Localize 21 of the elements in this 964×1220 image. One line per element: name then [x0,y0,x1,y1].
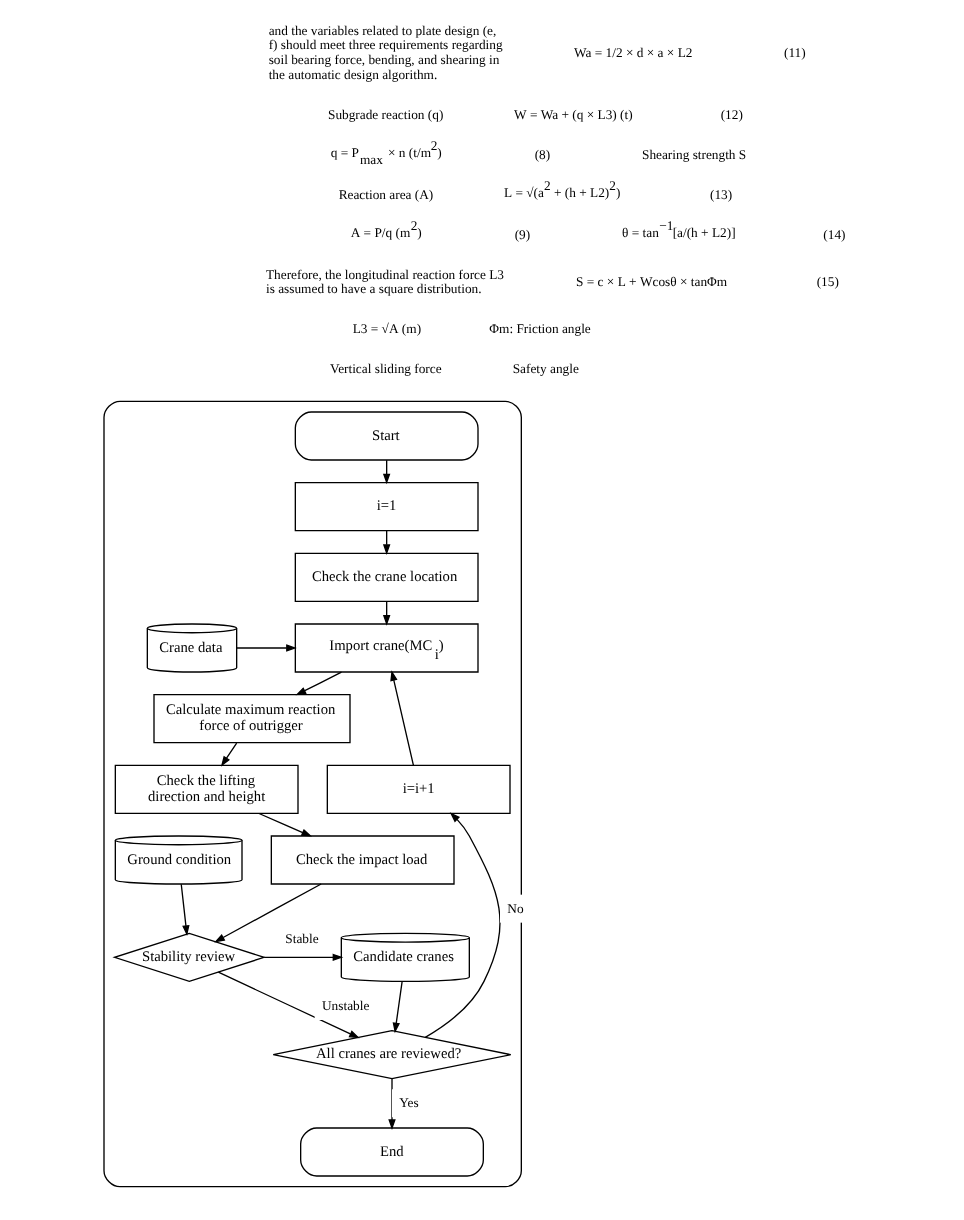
arrow [236,644,297,652]
arrow [180,883,190,936]
arrow [424,812,501,1038]
node-box: Check the impact load [270,835,455,885]
arrow [258,812,312,837]
node-box: End [300,1127,484,1177]
node-box: i=1 [294,482,479,532]
node-box: Check the lifting direction and height [114,764,299,814]
arrow [263,953,344,962]
arrow [220,742,238,767]
node-box: Start [294,411,479,461]
node-box: Calculate maximum reaction force of outrigger [153,694,351,744]
arrow [388,1078,396,1130]
arrow [392,980,403,1034]
node-box: i=i+1 [326,764,511,814]
arrow [214,883,322,943]
cluster [103,400,522,1188]
node-box: Check the crane location [294,552,479,602]
arrow [390,670,415,766]
arrow [217,971,360,1039]
arrow [295,671,343,696]
